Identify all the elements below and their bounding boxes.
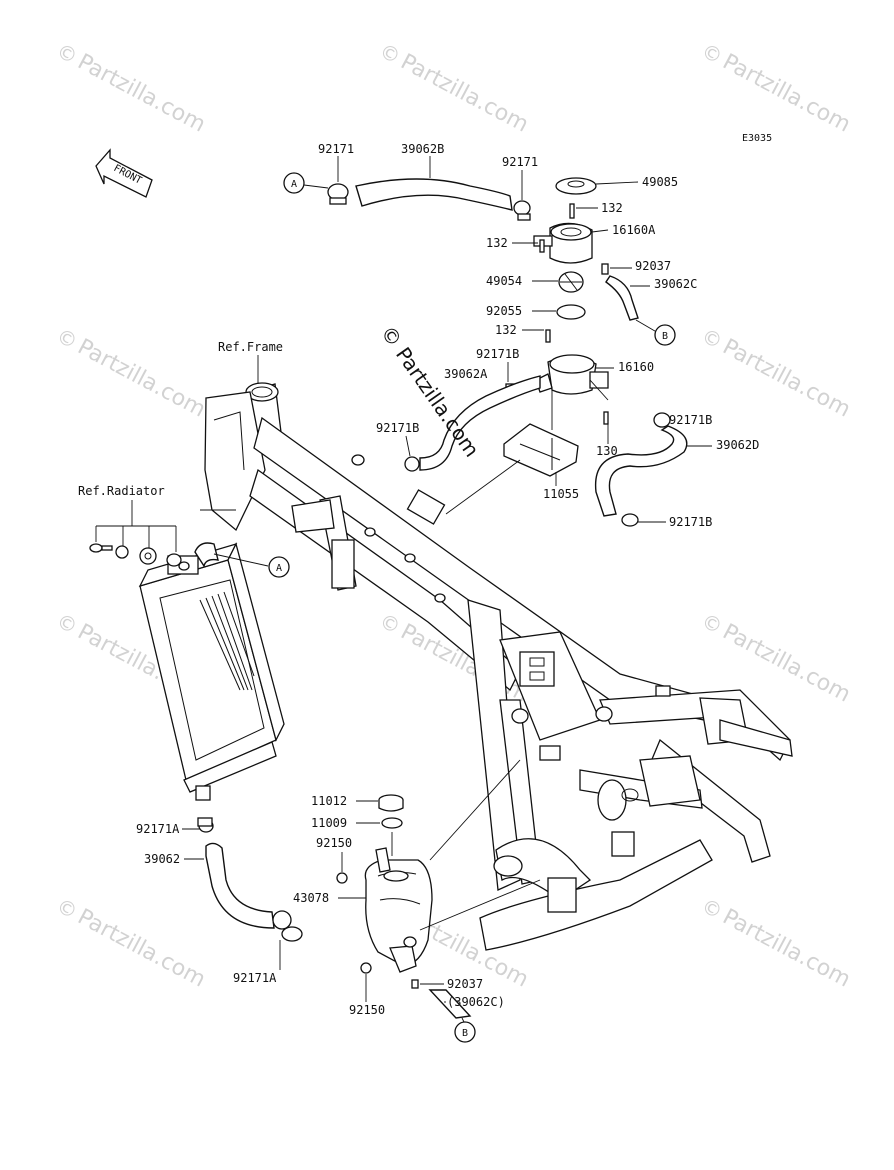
part-label-49054: 49054 [486, 274, 522, 288]
connector-a-label: A [291, 179, 297, 190]
ref-radiator-label: Ref.Radiator [78, 484, 165, 498]
part-label-39062: 39062 [144, 852, 180, 866]
center-watermark: © Partzilla.com [376, 321, 484, 461]
watermark-text: Partzilla.com [718, 904, 854, 992]
front-arrow-icon: FRONT [95, 148, 153, 198]
watermark-text: Partzilla.com [73, 49, 209, 137]
part-label-11055: 11055 [543, 487, 579, 501]
part-label-92171A: 92171A [233, 971, 277, 985]
part-label-39062A: 39062A [444, 367, 488, 381]
connector-b-label: B [462, 1028, 468, 1039]
part-label-92171B: 92171B [669, 413, 712, 427]
part-label-16160: 16160 [618, 360, 654, 374]
part-label-92171: 92171 [502, 155, 538, 169]
part-label-16160A: 16160A [612, 223, 656, 237]
radiator-fins [199, 591, 255, 691]
connector-a-bubble [283, 172, 305, 194]
part-label-92171B: 92171B [476, 347, 519, 361]
part-label-43078: 43078 [293, 891, 329, 905]
radiator-drawing [89, 542, 285, 801]
reservoir-drawing [336, 794, 472, 1019]
part-label-11009: 11009 [311, 816, 347, 830]
connector-b-bubble [454, 1021, 476, 1043]
connector-a-label: A [276, 563, 282, 574]
part-label-132: 132 [495, 323, 517, 337]
watermark-text: Partzilla.com [718, 334, 854, 422]
connector-a-bubble [268, 556, 290, 578]
watermark-text: Partzilla.com [73, 334, 209, 422]
connector-b-label: B [662, 331, 668, 342]
part-label-132: 132 [486, 236, 508, 250]
watermark-text: Partzilla.com [73, 904, 209, 992]
part-label-92171B: 92171B [669, 515, 712, 529]
watermark-text: Partzilla.com [396, 49, 532, 137]
part-label-92037: 92037 [447, 977, 483, 991]
part-label-92171: 92171 [318, 142, 354, 156]
part-label-92150: 92150 [349, 1003, 385, 1017]
ref-frame-label: Ref.Frame [218, 340, 283, 354]
part-label-49085: 49085 [642, 175, 678, 189]
part-label-39062D: 39062D [716, 438, 759, 452]
part-label-39062C: 39062C [654, 277, 697, 291]
diagram-code: E3035 [742, 133, 772, 144]
part-label-92055: 92055 [486, 304, 522, 318]
part-label-92171A: 92171A [136, 822, 180, 836]
part-label-39062B: 39062B [401, 142, 444, 156]
part-label-130: 130 [596, 444, 618, 458]
frame-drawing [204, 382, 793, 951]
part-label-132: 132 [601, 201, 623, 215]
part-label-92171B: 92171B [376, 421, 419, 435]
part-label-39062C-ref: (39062C) [447, 995, 505, 1009]
part-label-92150: 92150 [316, 836, 352, 850]
center-watermark-text: © Partzilla.com [376, 321, 484, 461]
part-label-11012: 11012 [311, 794, 347, 808]
part-label-92037: 92037 [635, 259, 671, 273]
watermark-text: Partzilla.com [718, 49, 854, 137]
watermark-layer: ©Partzilla.com ©Partzilla.com ©Partzilla… [53, 38, 855, 992]
connector-b-bubble [654, 324, 676, 346]
